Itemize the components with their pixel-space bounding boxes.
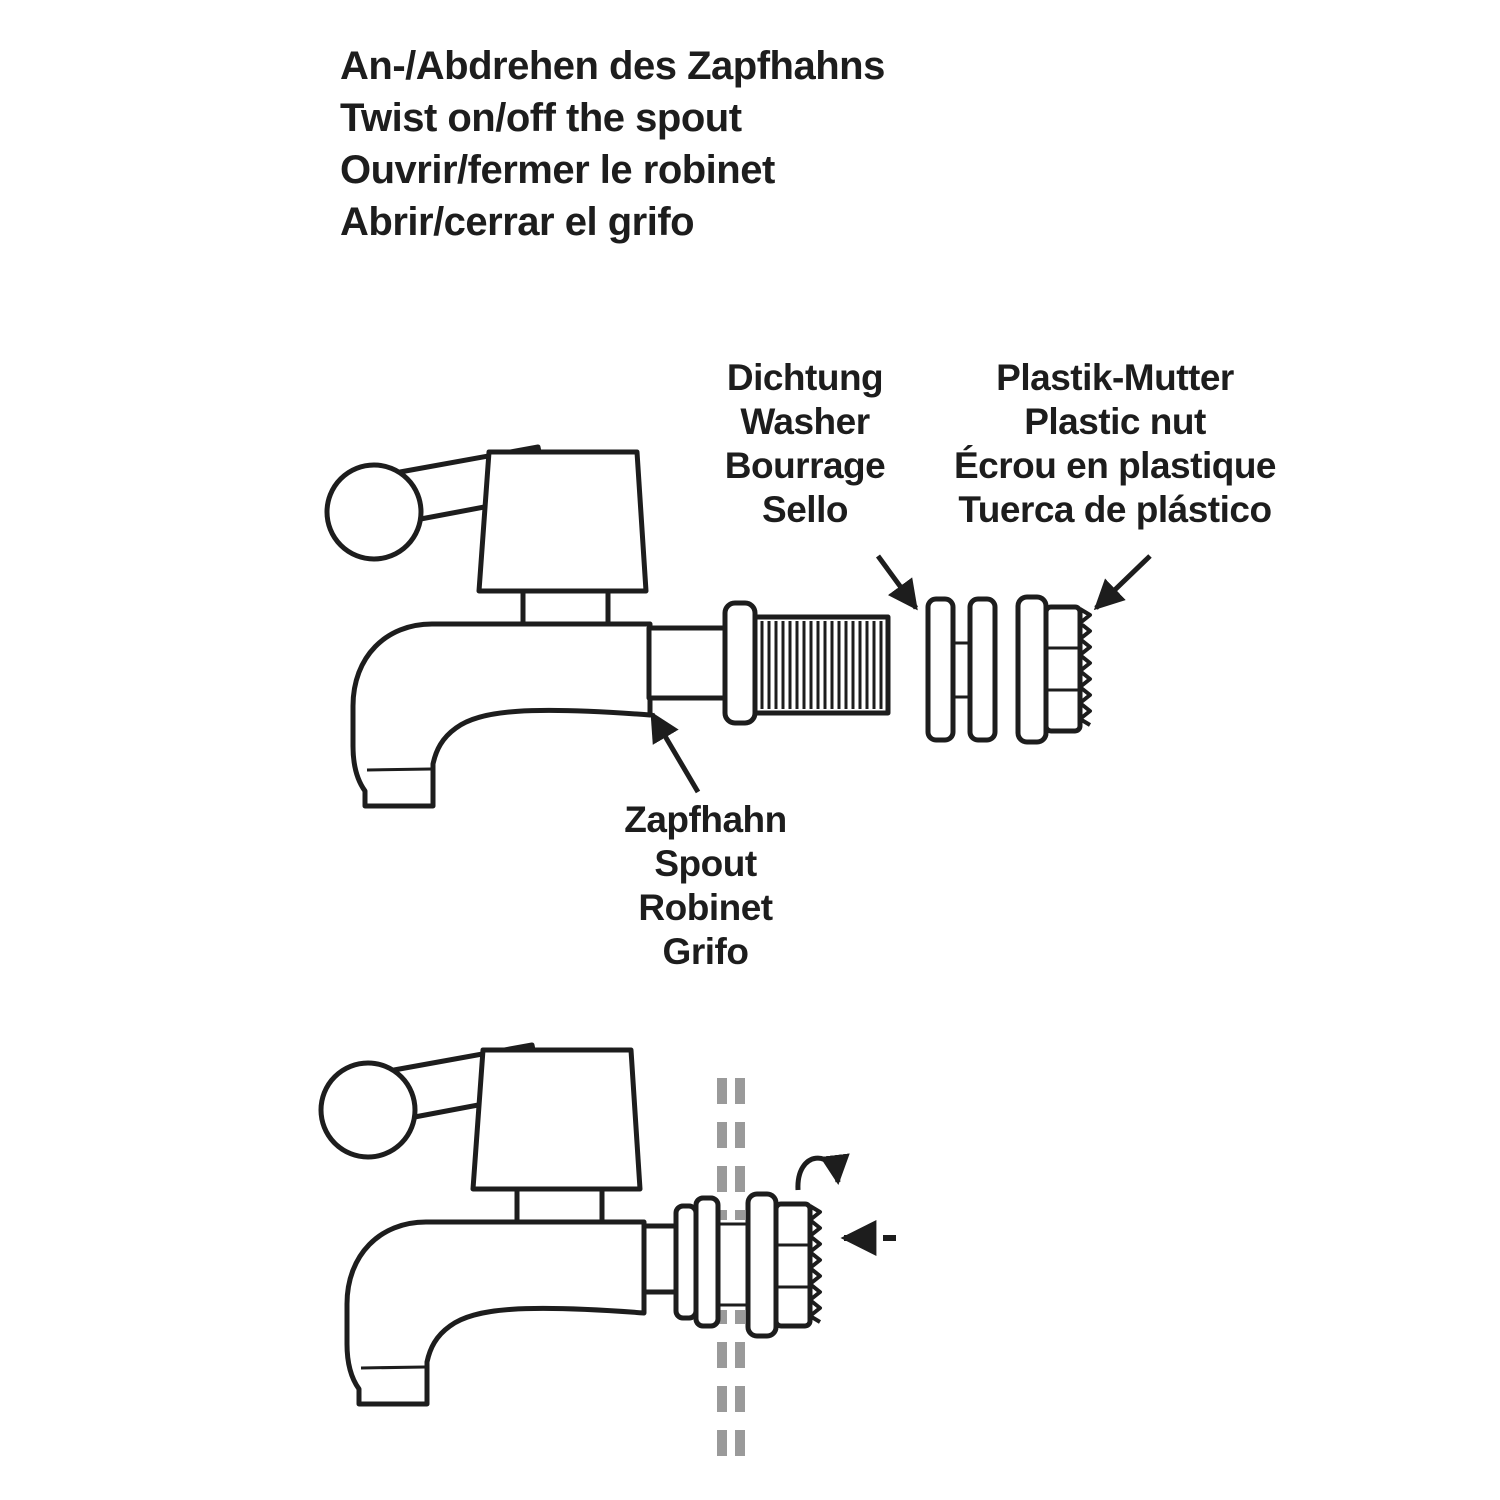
title-line: Twist on/off the spout [340,96,742,140]
exploded-diagram [327,447,1152,806]
title-line: Abrir/cerrar el grifo [340,200,695,244]
washer-illustration [673,1195,721,1329]
spout-label-line: Robinet [638,887,773,928]
nut-label-line: Plastik-Mutter [996,357,1234,398]
washer-label-line: Bourrage [724,445,886,486]
washer-label-line: Dichtung [726,357,884,398]
spout-label-line: Spout [654,843,757,884]
sheet-title: An-/Abdrehen des Zapfhahns Twist on/off … [340,40,885,248]
plastic-nut-illustration [745,1191,822,1339]
spout-pointer-arrow [649,711,701,794]
nut-label-line: Écrou en plastique [953,445,1277,486]
threaded-stem-illustration [646,600,891,726]
title-line: Ouvrir/fermer le robinet [340,148,775,192]
plastic-nut-illustration [1015,594,1092,745]
tap-illustration [321,1045,644,1404]
nut-label-line: Tuerca de plástico [958,489,1272,530]
washer-label-line: Sello [762,489,848,530]
washer-label-line: Washer [740,401,870,442]
assembled-diagram [321,1045,896,1474]
spout-label-line: Zapfhahn [624,799,787,840]
plastic-nut-label: Plastik-Mutter Plastic nut Écrou en plas… [925,356,1305,532]
tap-illustration [327,447,650,806]
rotation-arrow-icon [795,1153,850,1191]
title-line: An-/Abdrehen des Zapfhahns [340,44,885,88]
washer-label: Dichtung Washer Bourrage Sello [655,356,955,532]
spout-label: Zapfhahn Spout Robinet Grifo [578,798,833,974]
spout-label-line: Grifo [662,931,749,972]
washer-illustration [925,596,998,743]
nut-label-line: Plastic nut [1024,401,1206,442]
nut-pointer-arrow [1093,554,1152,611]
washer-pointer-arrow [875,554,919,611]
